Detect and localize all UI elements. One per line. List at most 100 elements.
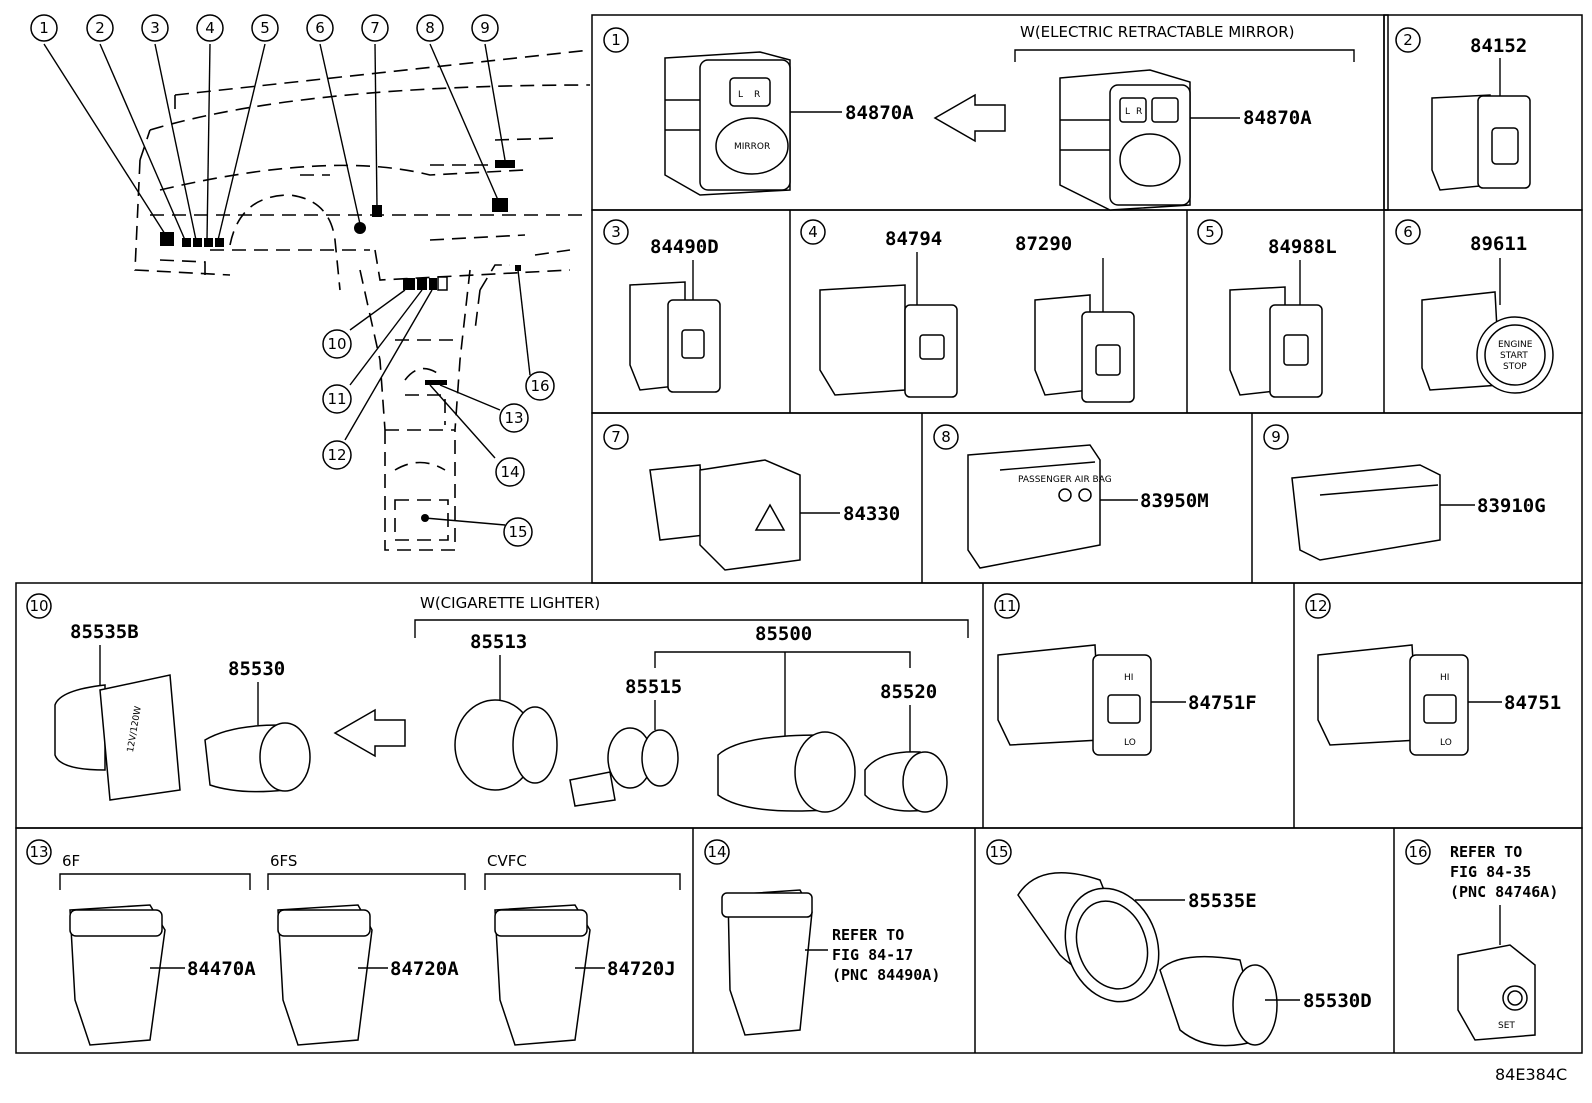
part-84720A: 84720A xyxy=(390,958,459,980)
svg-text:MIRROR: MIRROR xyxy=(734,142,770,152)
panel-4-number: 4 xyxy=(808,223,818,241)
panel-7-number: 7 xyxy=(611,428,621,446)
panel-9: 9 83910G xyxy=(1263,424,1546,561)
panel-13: 13 6F 6FS CVFC 84470A 84720A 84720J xyxy=(26,839,681,1046)
panel-3-number: 3 xyxy=(611,223,621,241)
callout-4: 4 xyxy=(205,19,215,37)
panel-12-number: 12 xyxy=(1308,597,1327,615)
panel-3: 3 84490D xyxy=(603,219,721,393)
panel-16-refer-2: FIG 84-35 xyxy=(1450,863,1531,881)
callout-15: 15 xyxy=(508,523,527,541)
panel-15: 15 85535E 85530D xyxy=(986,839,1372,1047)
svg-text:R: R xyxy=(754,90,760,100)
callout-13: 13 xyxy=(504,409,523,427)
panel-16-refer-1: REFER TO xyxy=(1450,843,1522,861)
part-85530: 85530 xyxy=(228,658,285,680)
panel-10: 10 W(CIGARETTE LIGHTER) 85535B 12V/120W … xyxy=(26,593,969,813)
svg-text:PASSENGER AIR BAG: PASSENGER AIR BAG xyxy=(1018,475,1112,485)
part-84751F: 84751F xyxy=(1188,692,1257,714)
part-85535E: 85535E xyxy=(1188,890,1257,912)
callout-3: 3 xyxy=(150,19,160,37)
svg-text:ENGINE: ENGINE xyxy=(1498,340,1533,350)
part-83950M: 83950M xyxy=(1140,490,1209,512)
panel-14-refer-2: FIG 84-17 xyxy=(832,946,913,964)
callout-11: 11 xyxy=(327,390,346,408)
panel-11-number: 11 xyxy=(997,597,1016,615)
group-6FS: 6FS xyxy=(270,852,297,870)
part-84720J: 84720J xyxy=(607,958,676,980)
mirror-switch-right: L R xyxy=(1059,69,1191,211)
part-84870A-right: 84870A xyxy=(1243,107,1312,129)
panel-10-group-label: W(CIGARETTE LIGHTER) xyxy=(420,594,600,612)
overview-callouts: 1 2 3 4 5 6 7 8 9 10 11 12 13 14 15 16 xyxy=(30,14,555,547)
part-89611: 89611 xyxy=(1470,233,1527,255)
panel-6-number: 6 xyxy=(1403,223,1413,241)
callout-2: 2 xyxy=(95,19,105,37)
part-84794: 84794 xyxy=(885,228,942,250)
panel-16: 16 REFER TO FIG 84-35 (PNC 84746A) SET xyxy=(1405,839,1558,1041)
panel-14-number: 14 xyxy=(707,843,726,861)
dashboard-overview: 1 2 3 4 5 6 7 8 9 10 11 12 13 14 15 16 xyxy=(30,14,591,551)
svg-text:SET: SET xyxy=(1498,1021,1515,1031)
panel-1-group-label: W(ELECTRIC RETRACTABLE MIRROR) xyxy=(1020,23,1295,41)
svg-text:STOP: STOP xyxy=(1503,362,1527,372)
arrow-left-icon-2 xyxy=(333,708,406,758)
callout-7: 7 xyxy=(370,19,380,37)
panel-2: 2 84152 xyxy=(1395,27,1531,191)
panel-12: 12 HI LO 84751 xyxy=(1305,593,1561,756)
panel-1-number: 1 xyxy=(611,31,621,49)
panel-14-refer-1: REFER TO xyxy=(832,926,904,944)
hazard-icon xyxy=(754,503,786,531)
callout-12: 12 xyxy=(327,446,346,464)
part-85515: 85515 xyxy=(625,676,682,698)
part-84470A: 84470A xyxy=(187,958,256,980)
panel-16-refer-3: (PNC 84746A) xyxy=(1450,883,1558,901)
callout-14: 14 xyxy=(500,463,519,481)
part-85500: 85500 xyxy=(755,623,812,645)
part-84751: 84751 xyxy=(1504,692,1561,714)
svg-text:R: R xyxy=(1136,107,1142,117)
panel-7: 7 84330 xyxy=(603,424,900,571)
part-87290: 87290 xyxy=(1015,233,1072,255)
panel-1: 1 W(ELECTRIC RETRACTABLE MIRROR) L R MIR… xyxy=(603,23,1355,211)
part-84870A-left: 84870A xyxy=(845,102,914,124)
part-84988L: 84988L xyxy=(1268,236,1337,258)
callout-1: 1 xyxy=(39,19,49,37)
panel-14-refer-3: (PNC 84490A) xyxy=(832,966,940,984)
callout-10: 10 xyxy=(327,335,346,353)
part-85530D: 85530D xyxy=(1303,990,1372,1012)
callout-16: 16 xyxy=(530,377,549,395)
mirror-switch-left: L R MIRROR xyxy=(664,51,791,196)
group-6F: 6F xyxy=(62,852,80,870)
panel-15-number: 15 xyxy=(989,843,1008,861)
svg-text:HI: HI xyxy=(1440,673,1449,683)
part-85520: 85520 xyxy=(880,681,937,703)
panel-13-number: 13 xyxy=(29,843,48,861)
callout-9: 9 xyxy=(480,19,490,37)
panel-14: 14 REFER TO FIG 84-17 (PNC 84490A) xyxy=(704,839,940,1036)
part-85535B: 85535B xyxy=(70,621,139,643)
panel-16-number: 16 xyxy=(1408,843,1427,861)
part-84330: 84330 xyxy=(843,503,900,525)
diagram-code: 84E384C xyxy=(1495,1065,1567,1084)
panel-grid xyxy=(15,14,1583,1054)
panel-5-number: 5 xyxy=(1205,223,1215,241)
panel-6: 6 89611 ENGINE START STOP xyxy=(1395,219,1554,394)
part-84152: 84152 xyxy=(1470,35,1527,57)
svg-text:LO: LO xyxy=(1440,738,1452,748)
panel-8-number: 8 xyxy=(941,428,951,446)
svg-text:L: L xyxy=(738,90,743,100)
svg-text:HI: HI xyxy=(1124,673,1133,683)
svg-text:START: START xyxy=(1500,351,1528,361)
callout-8: 8 xyxy=(425,19,435,37)
panel-9-number: 9 xyxy=(1271,428,1281,446)
part-85513: 85513 xyxy=(470,631,527,653)
panel-5: 5 84988L xyxy=(1197,219,1337,398)
panel-2-number: 2 xyxy=(1403,31,1413,49)
panel-4: 4 84794 87290 xyxy=(800,219,1135,403)
part-84490D: 84490D xyxy=(650,236,719,258)
callout-5: 5 xyxy=(260,19,270,37)
panel-8: 8 PASSENGER AIR BAG 83950M xyxy=(933,424,1209,569)
panel-11: 11 HI LO 84751F xyxy=(994,593,1257,756)
